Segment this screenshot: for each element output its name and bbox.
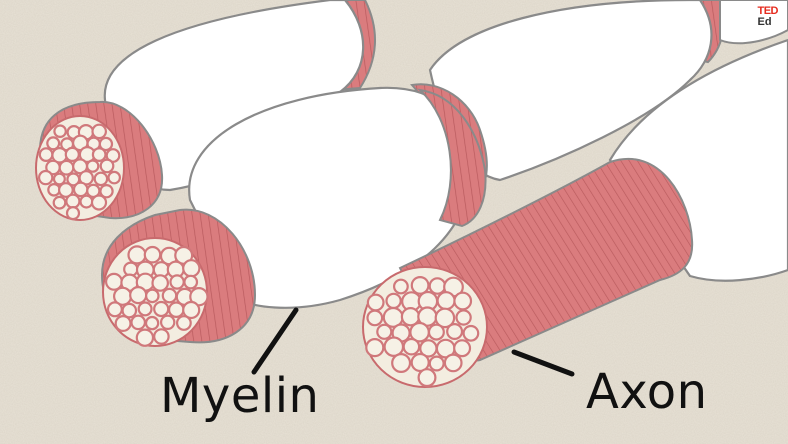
- axon-cross-section-circle: [455, 309, 472, 326]
- axon-cross-section-circle: [169, 274, 185, 290]
- axon-cross-section-circle: [99, 183, 114, 199]
- axon-cross-section-circle: [46, 136, 61, 151]
- axon-cross-section-circle: [129, 286, 148, 305]
- axon-cross-section-circle: [137, 301, 153, 317]
- axon-cross-section-circle: [376, 323, 393, 340]
- axon-cross-section-circle: [107, 170, 121, 185]
- axon-cross-section-circle: [90, 194, 108, 211]
- axon-cross-section-circle: [410, 276, 430, 295]
- axon-cross-section-circle: [159, 314, 176, 330]
- axon-cross-section-circle: [366, 293, 385, 312]
- ed-logo-text: Ed: [757, 16, 772, 28]
- axon-cross-section-circle: [65, 193, 81, 209]
- axon-cross-section-circle: [182, 259, 201, 278]
- axon-cross-section-circle: [462, 324, 480, 342]
- axon-cross-section-circle: [436, 291, 456, 311]
- axon-cross-section-circle: [53, 124, 67, 138]
- axon-cross-section-circle: [366, 309, 384, 327]
- axon-cross-section-circle: [130, 314, 146, 331]
- axon-cross-section-circle: [446, 323, 464, 341]
- axon-cross-section-circle: [443, 353, 463, 373]
- axon-cross-section-circle: [183, 274, 199, 290]
- axon-cross-section-circle: [65, 206, 81, 221]
- axon-cross-section-circle: [98, 136, 114, 152]
- axon-cross-section-circle: [143, 245, 162, 264]
- axon-cross-section-circle: [52, 195, 67, 210]
- ted-ed-logo: TED Ed: [758, 6, 779, 28]
- axon-cross-section-circle: [391, 353, 412, 374]
- axon-cross-section-circle: [121, 302, 138, 319]
- axon-cross-section-circle: [153, 300, 170, 318]
- axon-cross-section-circle: [393, 278, 409, 295]
- axon-cross-section-circle: [417, 368, 437, 388]
- axon-cross-section-circle: [38, 169, 54, 186]
- axon-cross-section-circle: [144, 315, 160, 331]
- axon-cross-section-circle: [79, 194, 94, 209]
- axon-cross-section-circle: [182, 300, 201, 320]
- axon-cross-section-circle: [161, 287, 178, 304]
- axon-cross-section-circle: [145, 288, 160, 304]
- axon-pointer-line: [511, 349, 575, 377]
- axon-cross-section-circle: [91, 123, 107, 140]
- myelin-label: Myelin: [160, 368, 320, 424]
- axon-cross-section-circle: [114, 315, 132, 333]
- axon-bundle-end-middle: [102, 237, 209, 347]
- axon-cross-section-circle: [151, 274, 169, 292]
- axon-cross-section-circle: [453, 339, 472, 358]
- axon-cross-section-circle: [175, 315, 192, 331]
- axon-bundle-end-back: [35, 115, 125, 221]
- axon-bundle-end-front: [362, 266, 488, 388]
- axon-cross-section-circle: [64, 146, 80, 162]
- axon-cross-section-circle: [58, 159, 75, 176]
- axon-cross-section-circle: [453, 291, 473, 311]
- axon-cross-section-circle: [72, 181, 89, 198]
- axon-cross-section-circle: [106, 301, 123, 318]
- axon-label: Axon: [586, 364, 708, 420]
- axon-cross-section-circle: [93, 171, 109, 187]
- axon-cross-section-circle: [99, 158, 115, 174]
- axon-cross-section-circle: [428, 355, 445, 372]
- axon-cross-section-circle: [153, 328, 170, 345]
- axon-cross-section-circle: [91, 147, 107, 163]
- axon-cross-section-circle: [47, 183, 61, 197]
- axon-cross-section-circle: [365, 338, 385, 358]
- axon-cross-section-circle: [58, 182, 74, 198]
- axon-cross-section-circle: [168, 301, 185, 318]
- axon-cross-section-circle: [428, 277, 447, 295]
- axon-cross-section-circle: [434, 307, 456, 329]
- myelin-pointer-line: [251, 307, 299, 375]
- axon-cross-section-circle: [38, 147, 54, 163]
- axon-cross-section-circle: [135, 328, 155, 347]
- axon-cross-section-circle: [385, 292, 402, 310]
- axon-cross-section-circle: [85, 159, 100, 173]
- axon-cross-section-circle: [427, 323, 445, 341]
- ted-logo-text: TED: [757, 5, 779, 17]
- axon-cross-section-circle: [402, 337, 421, 356]
- axon-cross-section-circle: [52, 172, 66, 186]
